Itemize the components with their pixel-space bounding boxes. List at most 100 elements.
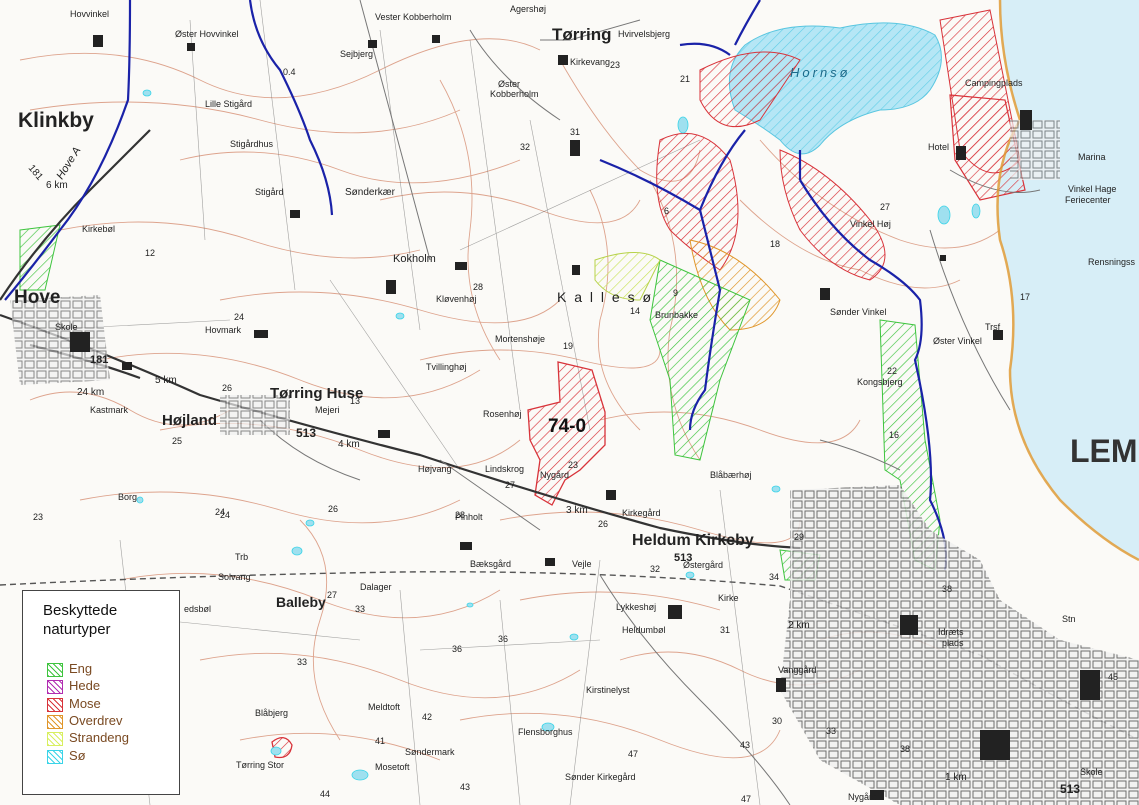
lemvig-town bbox=[780, 485, 1139, 805]
legend-title: Beskyttede naturtyper bbox=[43, 601, 117, 639]
legend-swatch bbox=[47, 732, 63, 746]
place-label: Heldumbøl bbox=[622, 625, 666, 635]
elevation-number: 27 bbox=[505, 480, 515, 490]
place-label: Blåbærhøj bbox=[710, 470, 752, 480]
legend-swatch bbox=[47, 750, 63, 764]
place-label: Hovmark bbox=[205, 325, 242, 335]
town-label: Højland bbox=[162, 412, 217, 429]
place-label: Rosenhøj bbox=[483, 409, 522, 419]
place-label: Østergård bbox=[683, 560, 723, 570]
distance-label: 5 km bbox=[155, 375, 177, 386]
elevation-number: 32 bbox=[520, 142, 530, 152]
distance-label: 4 km bbox=[338, 439, 360, 450]
elevation-number: 17 bbox=[1020, 292, 1030, 302]
legend-title-line1: Beskyttede bbox=[43, 602, 118, 619]
place-label: Marina bbox=[1078, 152, 1106, 162]
elevation-number: 38 bbox=[942, 584, 952, 594]
place-label: Sønder Vinkel bbox=[830, 307, 886, 317]
place-label: Nygård bbox=[848, 792, 877, 802]
distance-label: 24 km bbox=[77, 387, 104, 398]
place-label: Kirkebøl bbox=[82, 224, 115, 234]
mose-area-valley bbox=[779, 149, 886, 281]
legend-label: Mose bbox=[69, 696, 101, 711]
place-label: Søndermark bbox=[405, 747, 455, 757]
distance-label: 6 km bbox=[46, 180, 68, 191]
map-labels: Klinkby Hove Tørring LEM Heldum Kirkeby … bbox=[14, 4, 1138, 802]
place-label: K a l l e s ø bbox=[557, 289, 653, 305]
legend-label: Strandeng bbox=[69, 730, 129, 745]
elevation-number: 45 bbox=[1108, 672, 1118, 682]
mose-area-74 bbox=[527, 361, 606, 506]
minor-roads bbox=[259, 0, 1041, 805]
town-label: Klinkby bbox=[18, 109, 94, 132]
elevation-number: 26 bbox=[222, 383, 232, 393]
place-label: Meldtoft bbox=[368, 702, 401, 712]
elevation-number: 38 bbox=[900, 744, 910, 754]
torring-huse-town bbox=[220, 395, 290, 435]
elevation-number: 22 bbox=[887, 366, 897, 376]
place-label: Kobberholm bbox=[490, 89, 539, 99]
elevation-number: 30 bbox=[772, 716, 782, 726]
place-label: Feriecenter bbox=[1065, 195, 1111, 205]
place-label: Lindskrog bbox=[485, 464, 524, 474]
elevation-number: 29 bbox=[794, 532, 804, 542]
place-label: Blåbjerg bbox=[255, 708, 288, 718]
legend-label: Overdrev bbox=[69, 713, 123, 728]
place-label: Kongsbjerg bbox=[857, 377, 903, 387]
elevation-number: 24 bbox=[215, 507, 225, 517]
place-label: Flensborghus bbox=[518, 727, 573, 737]
elevation-number: 36 bbox=[498, 634, 508, 644]
lake-label: Hornsø bbox=[790, 65, 851, 80]
town-label: Balleby bbox=[276, 594, 326, 610]
place-label: Skole bbox=[1080, 767, 1103, 777]
place-label: Kastmark bbox=[90, 405, 129, 415]
elevation-number: 6 bbox=[664, 206, 669, 216]
place-label: Stigård bbox=[255, 187, 284, 197]
place-label: Vanggård bbox=[778, 665, 816, 675]
road-number: 181 bbox=[90, 354, 108, 366]
elevation-number: 32 bbox=[650, 564, 660, 574]
place-label: Kirstinelyst bbox=[586, 685, 630, 695]
town-label: LEM bbox=[1070, 433, 1138, 469]
elevation-number: 16 bbox=[889, 430, 899, 440]
place-label: Rensningss bbox=[1088, 257, 1136, 267]
distance-label: 3 km bbox=[566, 505, 588, 516]
elevation-number: 47 bbox=[741, 794, 751, 804]
distance-label: 1 km bbox=[945, 772, 967, 783]
place-label: Kirkevang bbox=[570, 57, 610, 67]
strandeng-area bbox=[594, 252, 661, 301]
streams bbox=[4, 0, 948, 571]
eng-area-river bbox=[649, 259, 751, 461]
place-label: Sejbjerg bbox=[340, 49, 373, 59]
elevation-number: 23 bbox=[33, 512, 43, 522]
elevation-number: 42 bbox=[422, 712, 432, 722]
elevation-number: 47 bbox=[628, 749, 638, 759]
place-label: Solvang bbox=[218, 572, 251, 582]
legend-swatch bbox=[47, 715, 63, 729]
elevation-number: 14 bbox=[630, 306, 640, 316]
elevation-number: 28 bbox=[455, 510, 465, 520]
place-label: Stn bbox=[1062, 614, 1076, 624]
buildings bbox=[70, 35, 1100, 800]
town-label: Tørring bbox=[552, 25, 612, 44]
place-label: Vinkel Høj bbox=[850, 219, 891, 229]
place-label: Sønder Kirkegård bbox=[565, 772, 636, 782]
town-label: Tørring Huse bbox=[270, 385, 363, 402]
place-label: Vester Kobberholm bbox=[375, 12, 452, 22]
distance-label: 2 km bbox=[788, 620, 810, 631]
place-label: Mejeri bbox=[315, 405, 340, 415]
elevation-number: 31 bbox=[720, 625, 730, 635]
place-label: Idræts bbox=[938, 627, 964, 637]
road-number: 513 bbox=[296, 426, 316, 440]
place-label: Kløvenhøj bbox=[436, 294, 477, 304]
elevation-number: 24 bbox=[220, 510, 230, 520]
marina-area bbox=[1010, 120, 1060, 180]
place-label: Kirkegård bbox=[622, 508, 661, 518]
elevation-number: 33 bbox=[826, 726, 836, 736]
elevation-number: 27 bbox=[880, 202, 890, 212]
elevation-number: 34 bbox=[769, 572, 779, 582]
elevation-number: 44 bbox=[320, 789, 330, 799]
place-label: Kirke bbox=[718, 593, 739, 603]
elevation-number: 26 bbox=[598, 519, 608, 529]
